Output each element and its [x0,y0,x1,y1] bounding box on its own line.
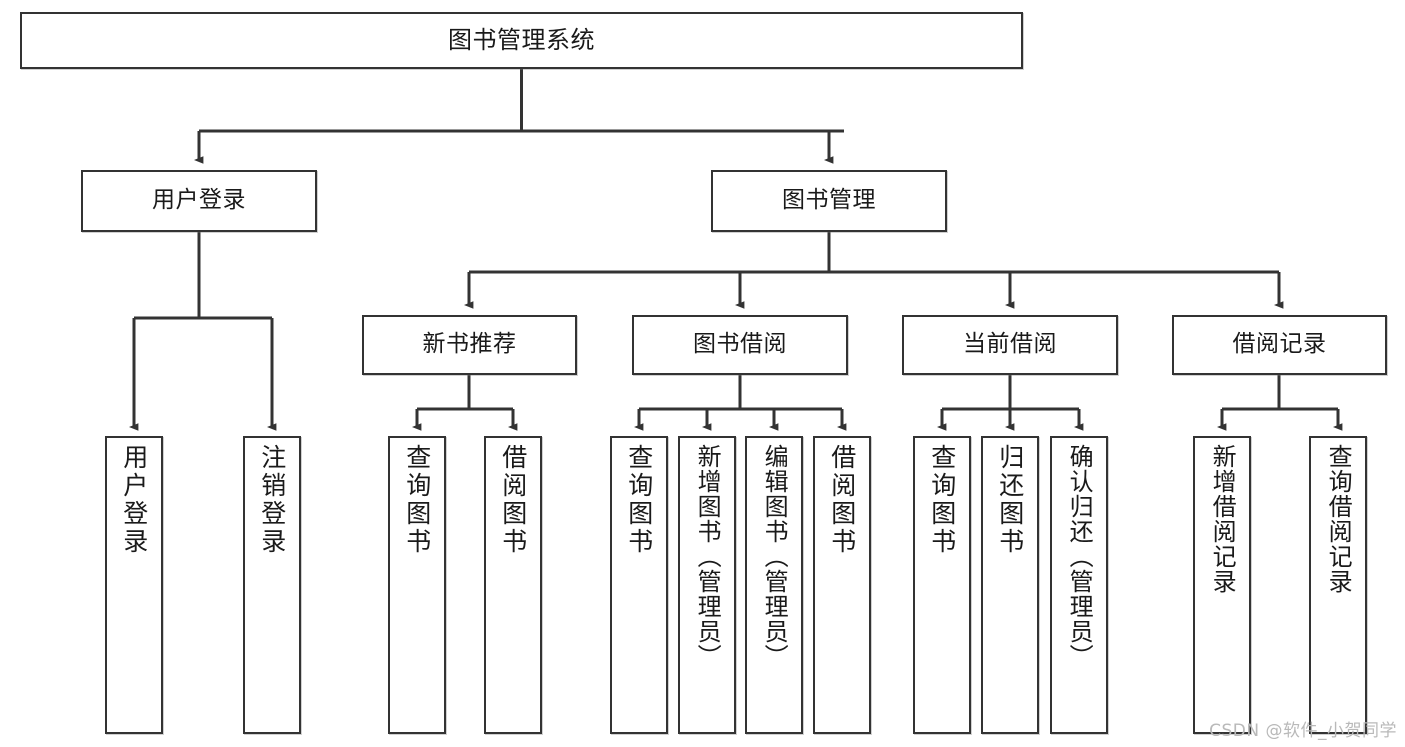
leaf-query-book-3-label: 查询图书 [927,444,957,556]
leaf-query-book-2-label: 查询图书 [624,444,654,556]
node-user-login[interactable]: 用户登录 [81,170,317,232]
node-root[interactable]: 图书管理系统 [20,12,1023,69]
leaf-query-book-1-label: 查询图书 [402,444,432,556]
leaf-edit-book[interactable]: 编辑图书（管理员） [745,436,803,734]
node-new-book-rec[interactable]: 新书推荐 [362,315,577,375]
node-book-manage[interactable]: 图书管理 [711,170,947,232]
node-new-book-rec-label: 新书推荐 [422,331,517,358]
leaf-query-record-label: 查询借阅记录 [1324,444,1353,594]
node-user-login-label: 用户登录 [152,187,246,214]
node-borrow-record-label: 借阅记录 [1232,331,1327,358]
leaf-add-book-label: 新增图书（管理员） [693,444,722,669]
leaf-add-record-label: 新增借阅记录 [1208,444,1237,594]
leaf-logout-label: 注销登录 [257,444,287,556]
leaf-user-login-label: 用户登录 [119,444,149,556]
node-book-manage-label: 图书管理 [782,187,876,214]
leaf-query-book-1[interactable]: 查询图书 [388,436,446,734]
leaf-logout[interactable]: 注销登录 [243,436,301,734]
leaf-query-record[interactable]: 查询借阅记录 [1309,436,1367,734]
node-book-borrow[interactable]: 图书借阅 [632,315,848,375]
node-book-borrow-label: 图书借阅 [693,331,787,358]
leaf-edit-book-label: 编辑图书（管理员） [760,444,789,669]
node-current-borrow-label: 当前借阅 [963,331,1057,358]
csdn-watermark: CSDN @软件_小贺同学 [1209,721,1397,741]
node-root-label: 图书管理系统 [448,26,595,55]
leaf-borrow-book-2[interactable]: 借阅图书 [813,436,871,734]
leaf-borrow-book-1-label: 借阅图书 [498,444,528,556]
leaf-query-book-3[interactable]: 查询图书 [913,436,971,734]
leaf-borrow-book-1[interactable]: 借阅图书 [484,436,542,734]
leaf-confirm-return-label: 确认归还（管理员） [1065,444,1094,669]
leaf-return-book-label: 归还图书 [995,444,1025,556]
leaf-query-book-2[interactable]: 查询图书 [610,436,668,734]
leaf-borrow-book-2-label: 借阅图书 [827,444,857,556]
leaf-confirm-return[interactable]: 确认归还（管理员） [1050,436,1108,734]
leaf-add-book[interactable]: 新增图书（管理员） [678,436,736,734]
leaf-add-record[interactable]: 新增借阅记录 [1193,436,1251,734]
node-current-borrow[interactable]: 当前借阅 [902,315,1118,375]
leaf-user-login[interactable]: 用户登录 [105,436,163,734]
leaf-return-book[interactable]: 归还图书 [981,436,1039,734]
node-borrow-record[interactable]: 借阅记录 [1172,315,1387,375]
